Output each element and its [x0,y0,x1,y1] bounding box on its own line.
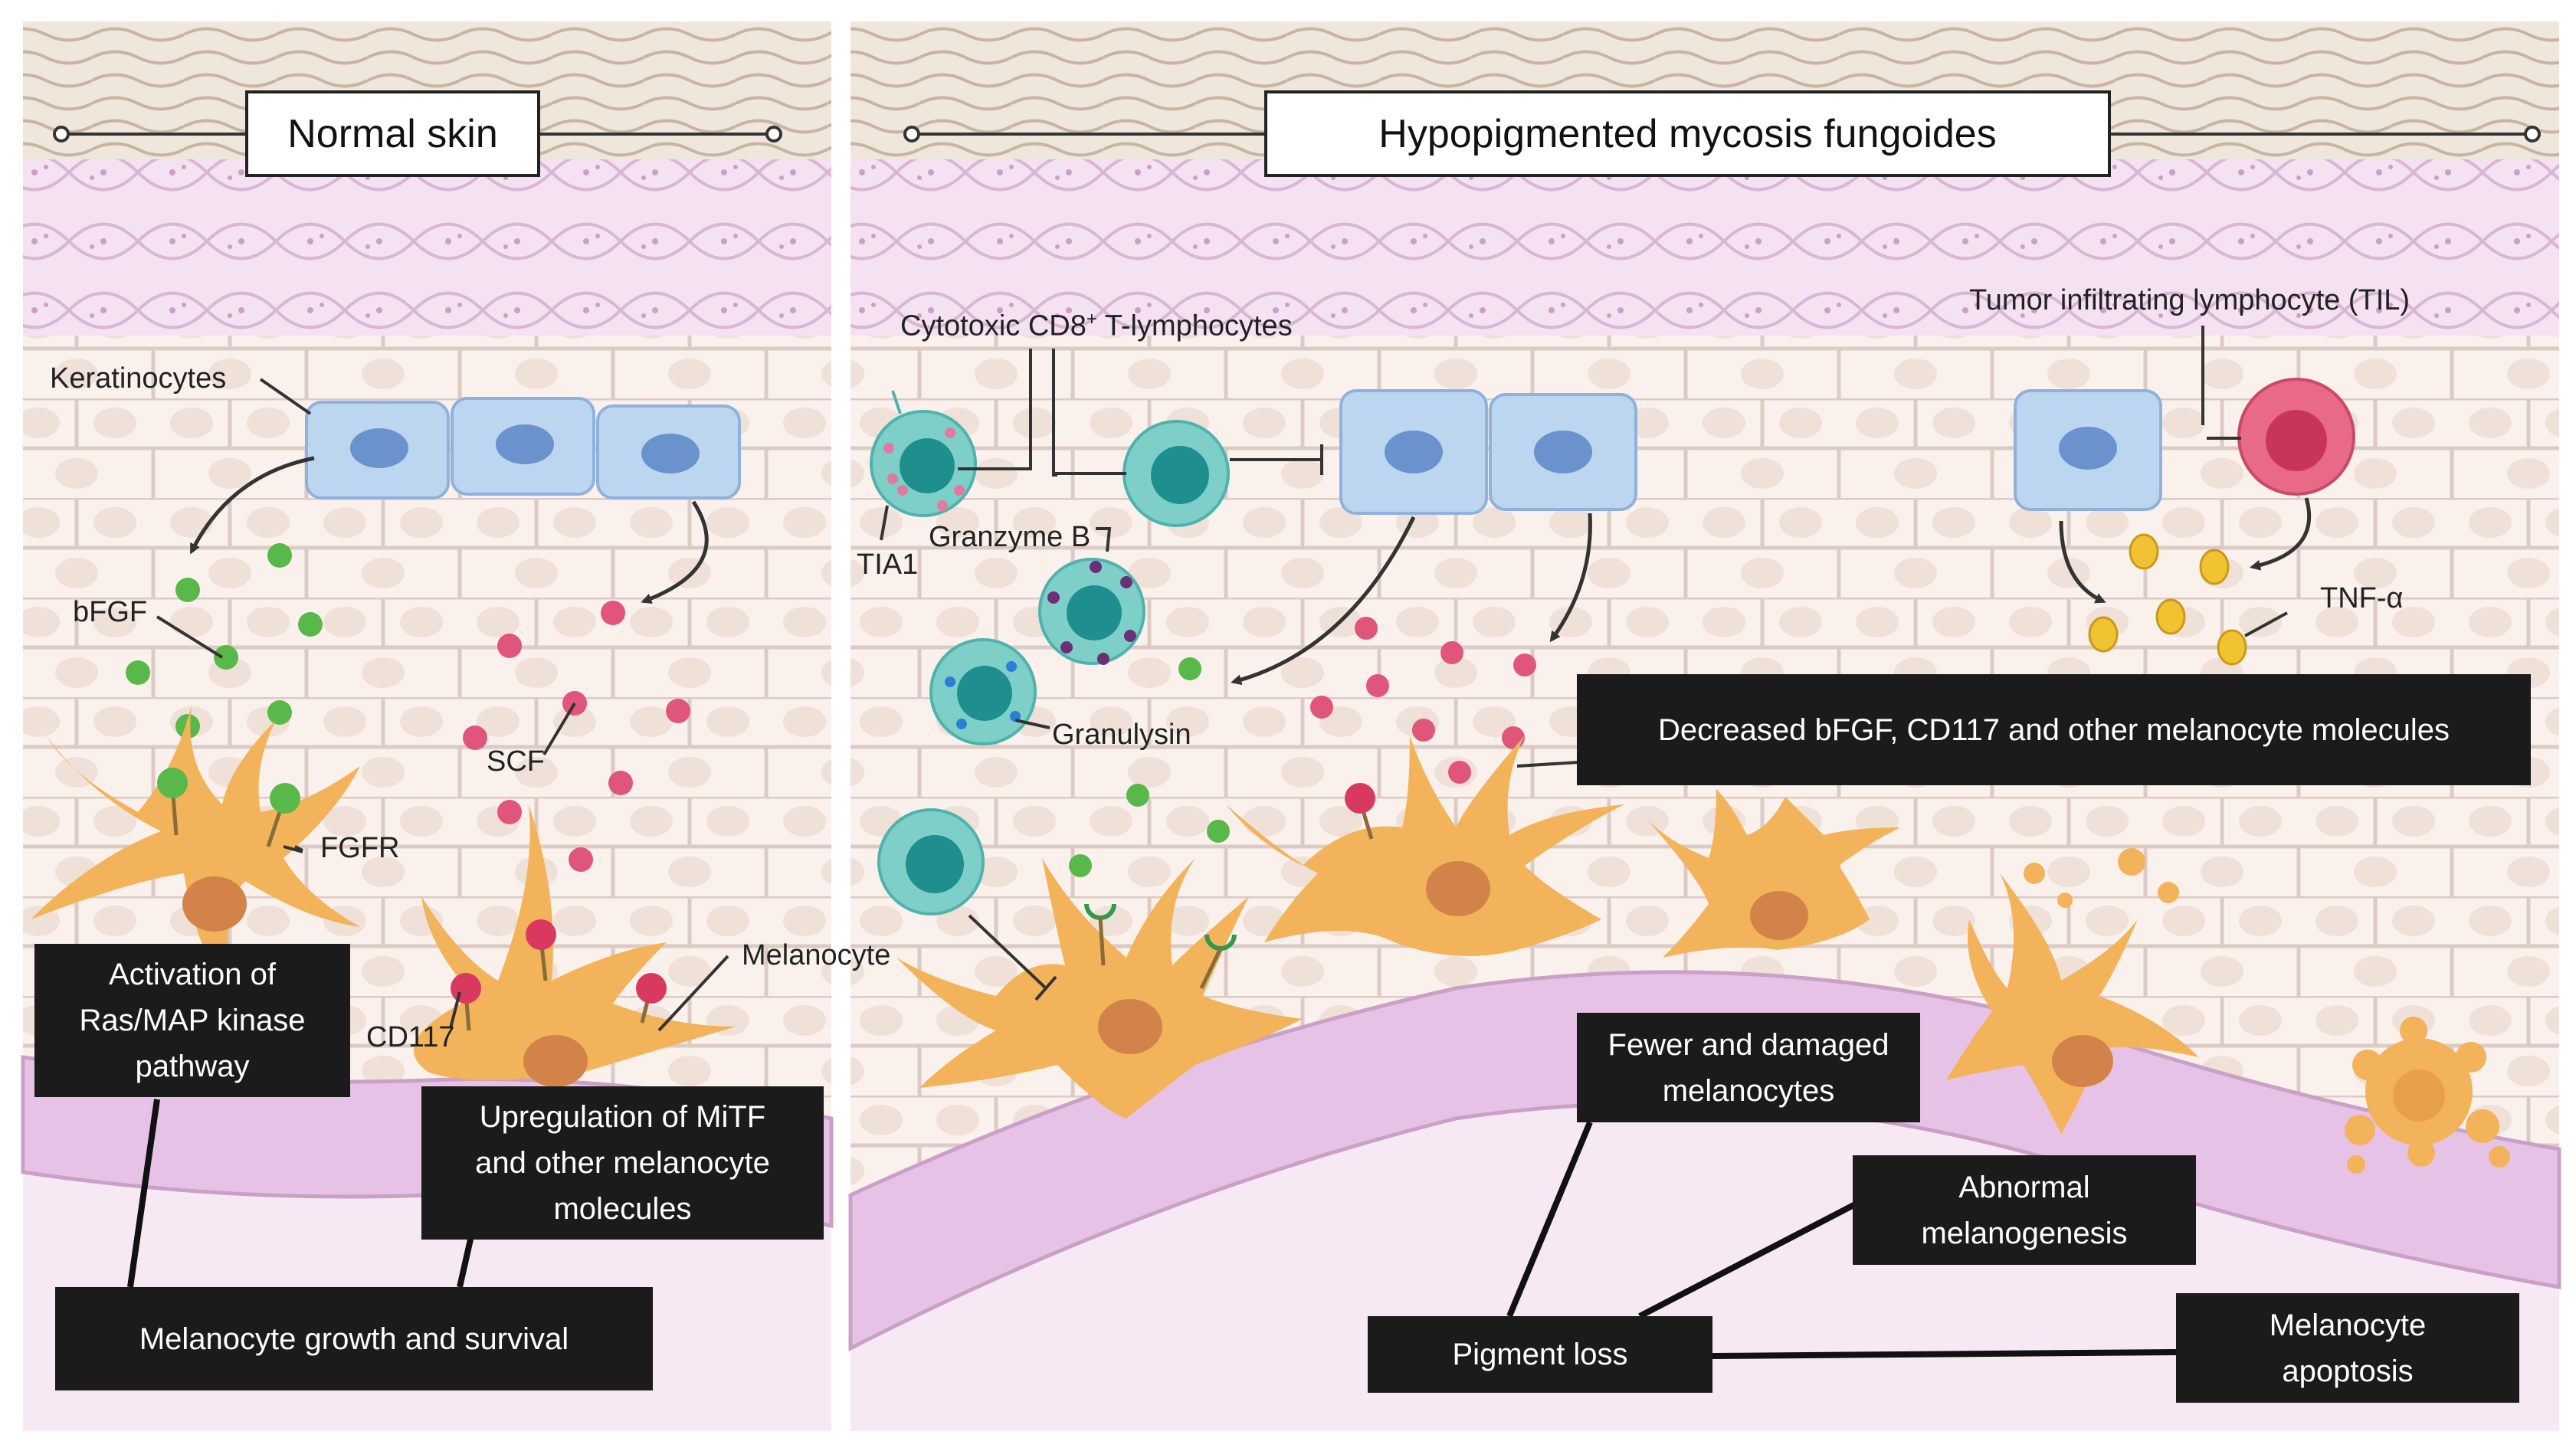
cytotoxic-label-tail: T-lymphocytes [1096,310,1293,342]
bfgf-label: bFGF [73,596,148,628]
leader-lines [156,378,729,1032]
cd117-receptor [451,919,667,1031]
keratinocyte-nucleus [641,434,700,473]
t-cell-granulysin [929,638,1037,745]
note-melanocyte-growth: Melanocyte growth and survival [55,1287,653,1390]
keratinocytes-label: Keratinocytes [50,362,227,395]
til-nucleus [2266,410,2327,471]
apoptotic-melanocyte [2345,1017,2510,1174]
melanocyte-cell [896,858,1303,1119]
cytotoxic-label-sup: + [1086,309,1097,329]
fgfr-label: FGFR [320,832,400,864]
granulysin-label: Granulysin [1052,719,1191,751]
note-fewer-melanocytes: Fewer and damaged melanocytes [1577,1013,1920,1122]
melanocyte-cell [414,804,736,1087]
right-rule-dot-start [903,126,920,142]
bfgf-molecules [126,543,323,739]
arrow [2250,497,2312,571]
fgfr-receptor [157,768,300,847]
cd117-receptor [1345,783,1375,840]
til-label: Tumor infiltrating lymphocyte (TIL) [1969,284,2410,316]
keratinocyte-nucleus [1534,431,1592,473]
keratinocyte-nucleus [1385,431,1443,473]
right-granular-layer [850,159,2559,336]
melanocyte-cell [1226,735,1624,956]
right-basal-cells [848,970,2561,1352]
granzyme-label: Granzyme B [929,521,1091,553]
t-cell-tia1 [870,390,977,517]
note-connectors [127,1099,2177,1359]
empty-receptor [1084,903,1237,990]
t-cell [877,808,985,915]
note-pigment-loss: Pigment loss [1368,1316,1712,1393]
t-cell [1122,420,1230,527]
keratinocyte-nucleus [496,424,554,464]
arrow [1549,513,1592,643]
left-rule-dot-end [765,126,782,142]
melanocyte-cell-damaged [1647,789,1900,958]
scf-label: SCF [487,745,545,778]
right-panel-title: Hypopigmented mycosis fungoides [1264,90,2111,177]
arrow [641,500,709,604]
note-mitf-upregulation: Upregulation of MiTF and other melanocyt… [421,1086,824,1240]
tia1-label: TIA1 [857,549,919,581]
t-cell-granzyme [1038,558,1145,665]
arrow [189,456,315,555]
scf-molecules [1310,617,1536,784]
note-melanocyte-apoptosis: Melanocyte apoptosis [2176,1293,2519,1403]
cytotoxic-label-main: Cytotoxic CD8 [900,310,1086,342]
note-decreased-molecules: Decreased bFGF, CD117 and other melanocy… [1577,674,2531,785]
right-rule-dot-end [2524,126,2541,142]
left-granular-layer [23,159,831,336]
tnf-label: TNF-α [2320,582,2404,614]
melanocyte-cell-damaged [1946,873,2199,1134]
keratinocyte-nucleus [350,428,408,468]
left-rule-dot-start [53,126,70,142]
melanocyte-label: Melanocyte [742,939,891,971]
note-abnormal-melanogenesis: Abnormal melanogenesis [1853,1155,2196,1265]
keratinocyte-nucleus [2059,427,2117,470]
bfgf-molecules [1069,657,1230,877]
note-ras-activation: Activation of Ras/MAP kinase pathway [34,944,350,1097]
inhibition-lines [880,326,2288,1001]
tnf-molecules [2088,533,2247,666]
melanocyte-fragments [2024,848,2179,908]
arrow [2059,520,2106,604]
cd117-label: CD117 [366,1021,455,1053]
arrow [1231,516,1416,686]
cytotoxic-label: Cytotoxic CD8+ T-lymphocytes [900,310,1293,341]
left-panel-title: Normal skin [245,90,540,177]
melanocyte-cell [31,705,360,981]
scf-molecules [463,601,690,872]
